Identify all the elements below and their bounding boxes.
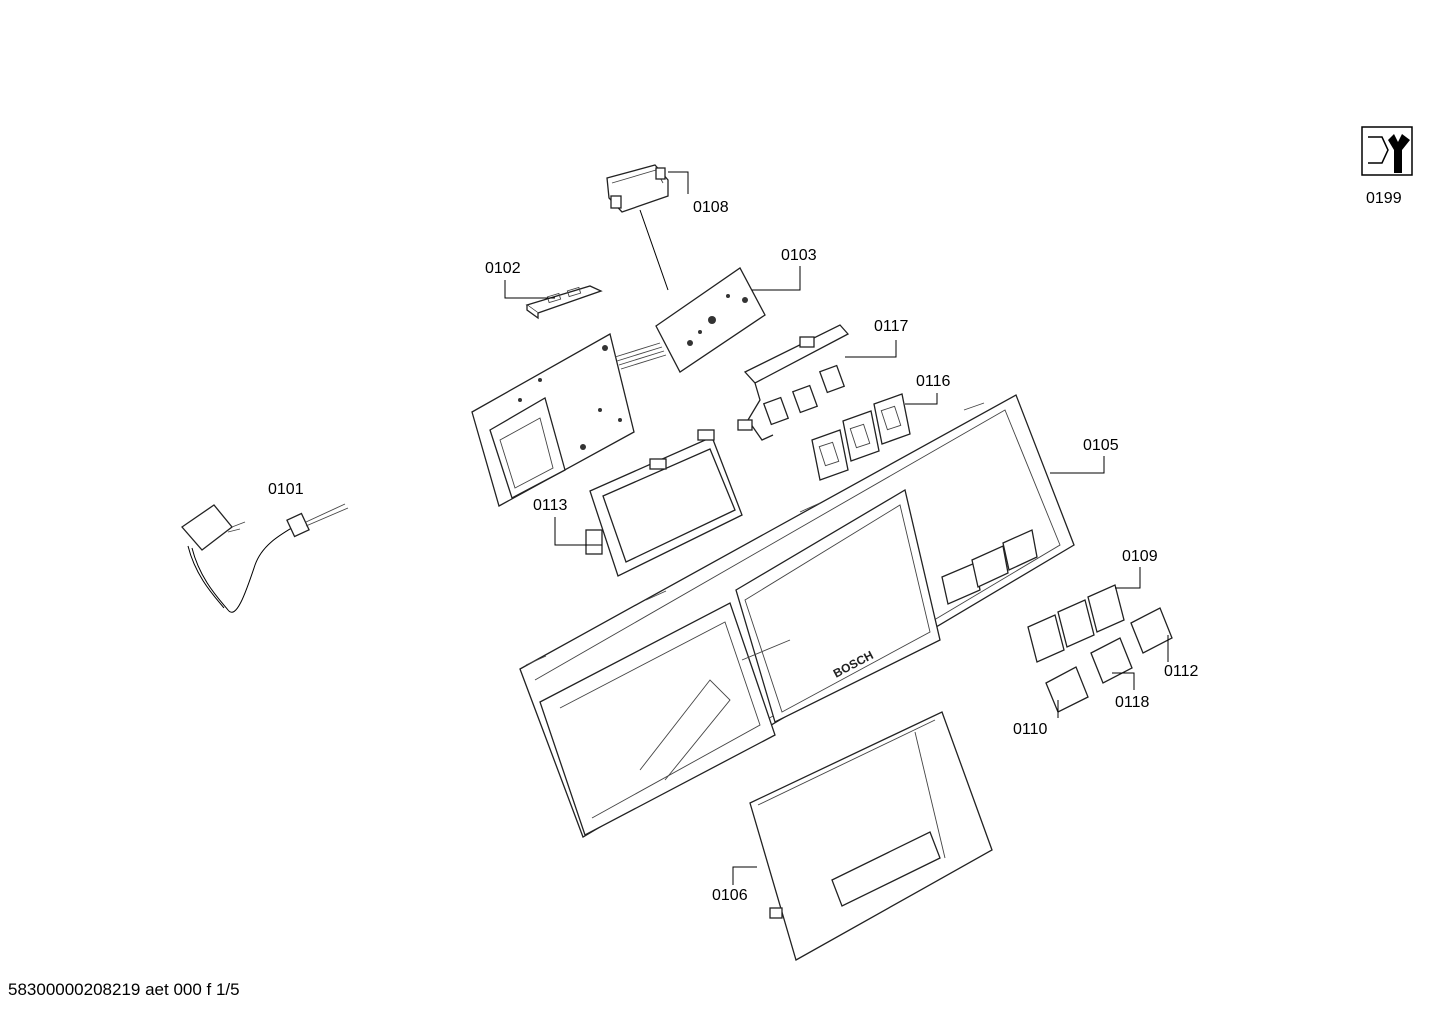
part-labels: 0101 0102 0103 0105 0106 0108 0109 0110 …: [268, 190, 1402, 904]
leader-lines: [504, 171, 1169, 885]
part-0110-key-cap: [1045, 666, 1089, 713]
part-0106-drawer-panel: [749, 711, 993, 961]
label-0117: 0117: [874, 318, 909, 335]
label-0116: 0116: [916, 373, 951, 390]
part-0105-front-panel: BOSCH: [519, 394, 1075, 838]
label-0102: 0102: [485, 260, 521, 277]
part-0118-key-cap: [1090, 637, 1133, 684]
label-0103: 0103: [781, 247, 817, 264]
part-0116-key-frames: [811, 393, 911, 481]
part-0101-power-cable: [181, 503, 349, 613]
part-main-board: [471, 333, 667, 507]
label-0199: 0199: [1366, 190, 1402, 207]
part-0112-key-cap: [1130, 607, 1173, 654]
label-0109: 0109: [1122, 548, 1158, 565]
label-0113: 0113: [533, 497, 568, 514]
label-0110: 0110: [1013, 721, 1048, 738]
part-0103-board: [655, 267, 766, 373]
part-0117-button-carrier: [737, 324, 850, 441]
label-0112: 0112: [1164, 663, 1199, 680]
part-0102-board: [525, 285, 603, 320]
label-0101: 0101: [268, 481, 304, 498]
part-0109-key-frames: [1027, 584, 1125, 663]
document-footer-code: 58300000208219 aet 000 f 1/5: [8, 980, 240, 999]
label-0118: 0118: [1115, 694, 1150, 711]
label-0106: 0106: [712, 887, 748, 904]
label-0105: 0105: [1083, 437, 1119, 454]
wrench-nut-icon: [1361, 126, 1413, 176]
part-0108-module: [606, 164, 669, 291]
part-0113-display: [585, 429, 743, 577]
label-0108: 0108: [693, 199, 729, 216]
